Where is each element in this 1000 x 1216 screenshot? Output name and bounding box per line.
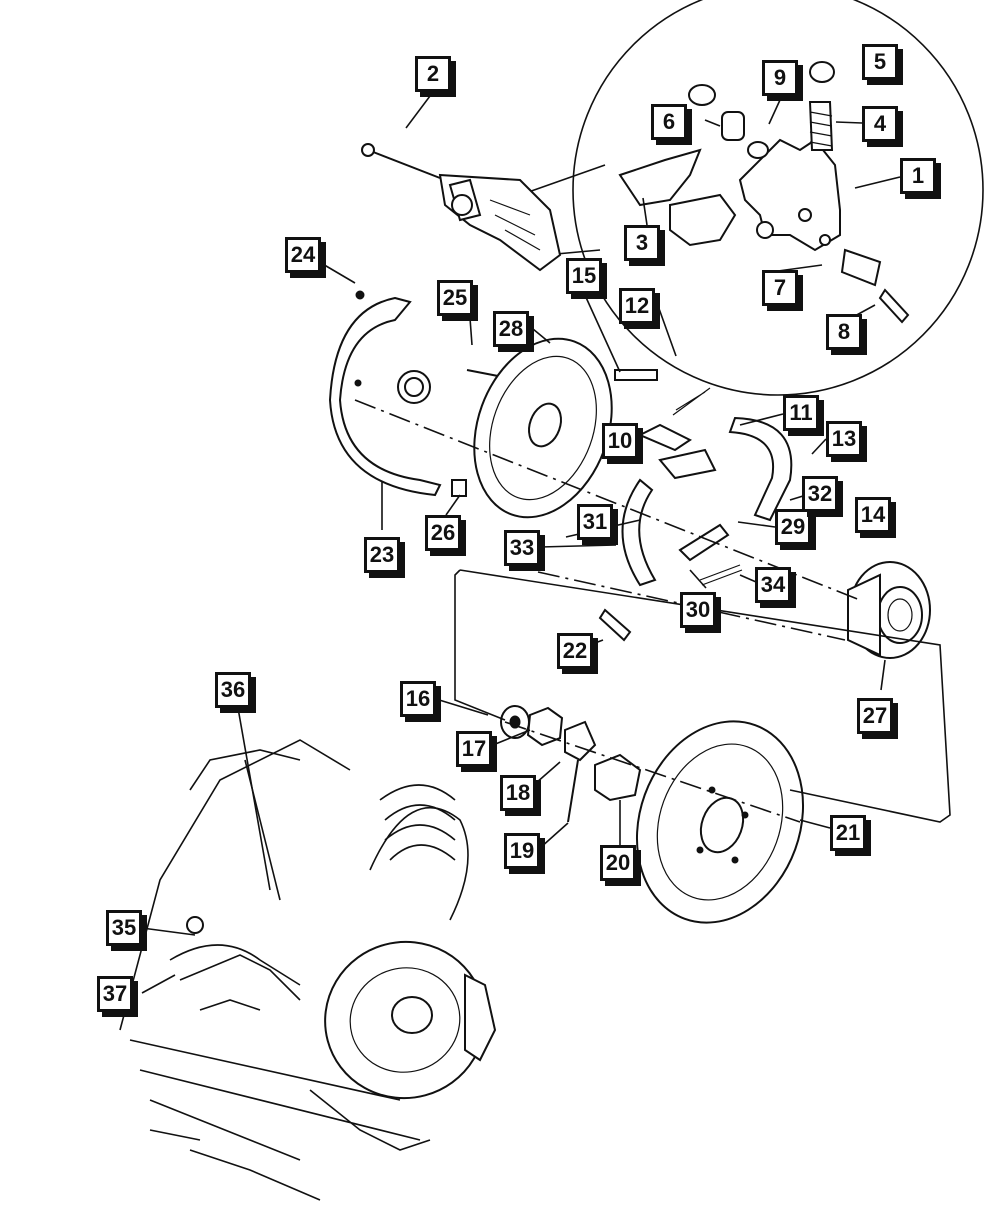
caliper-detail-parts <box>618 61 910 324</box>
callout-2: 2 <box>415 56 451 92</box>
callout-6: 6 <box>651 104 687 140</box>
callout-33: 33 <box>504 530 540 566</box>
callout-24: 24 <box>285 237 321 273</box>
callout-35: 35 <box>106 910 142 946</box>
callout-23: 23 <box>364 537 400 573</box>
callout-14: 14 <box>855 497 891 533</box>
callout-8: 8 <box>826 314 862 350</box>
leader-lines <box>141 91 901 994</box>
rotor <box>635 720 805 924</box>
backing-plate <box>451 337 658 519</box>
callout-22: 22 <box>557 633 593 669</box>
callout-11: 11 <box>783 395 819 431</box>
boundary-line <box>454 569 506 721</box>
callout-13: 13 <box>826 421 862 457</box>
callout-31: 31 <box>577 504 613 540</box>
detail-leader-line <box>519 164 606 196</box>
detail-circle <box>572 0 984 396</box>
callout-9: 9 <box>762 60 798 96</box>
callout-30: 30 <box>680 592 716 628</box>
callout-10: 10 <box>602 423 638 459</box>
callout-12: 12 <box>619 288 655 324</box>
brake-shoes <box>621 387 793 587</box>
callout-4: 4 <box>862 106 898 142</box>
callout-36: 36 <box>215 672 251 708</box>
axis-line-2 <box>504 721 801 823</box>
callout-21: 21 <box>830 815 866 851</box>
callout-28: 28 <box>493 311 529 347</box>
callout-34: 34 <box>755 567 791 603</box>
boundary-line-2 <box>459 569 951 823</box>
callout-15: 15 <box>566 258 602 294</box>
callout-27: 27 <box>857 698 893 734</box>
splash-shield <box>328 290 442 497</box>
callout-7: 7 <box>762 270 798 306</box>
callout-20: 20 <box>600 845 636 881</box>
callout-1: 1 <box>900 158 936 194</box>
callout-16: 16 <box>400 681 436 717</box>
callout-26: 26 <box>425 515 461 551</box>
callout-17: 17 <box>456 731 492 767</box>
callout-32: 32 <box>802 476 838 512</box>
callout-29: 29 <box>775 509 811 545</box>
axis-line <box>354 399 861 601</box>
vehicle-corner <box>119 739 497 1201</box>
callout-18: 18 <box>500 775 536 811</box>
callout-25: 25 <box>437 280 473 316</box>
callout-37: 37 <box>97 976 133 1012</box>
callout-19: 19 <box>504 833 540 869</box>
hub-bearing <box>847 561 931 659</box>
caliper-assembly <box>361 143 562 272</box>
callout-5: 5 <box>862 44 898 80</box>
callout-3: 3 <box>624 225 660 261</box>
